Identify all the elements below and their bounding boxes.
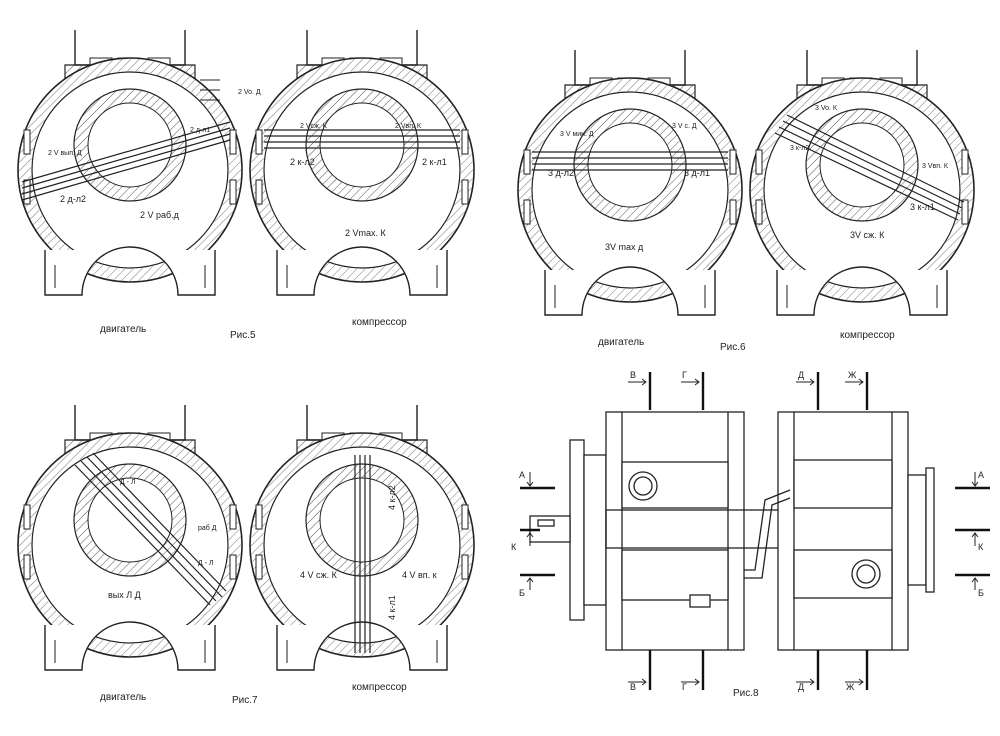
fig8-mark-k-right: К: [978, 542, 984, 552]
fig7-engine-title: двигатель: [100, 692, 146, 703]
fig6-engine-title: двигатель: [598, 337, 644, 348]
fig6-label-3dl2: 3 д-л2: [548, 168, 574, 178]
fig5-compressor-title: компрессор: [352, 317, 407, 328]
fig8-mark-d-bottom: Д: [798, 682, 804, 692]
fig7-compressor-unit: [250, 405, 474, 670]
fig7-label-4kl2: 4 к-л2: [387, 485, 397, 510]
figure-6: 3 V мин. Д 3 V с. Д 3 д-л2 3 д-л1 3V max…: [518, 50, 974, 353]
fig7-engine-unit: [18, 405, 242, 670]
fig8-mark-g-top: Г: [682, 370, 687, 380]
fig7-label-4v-sj-k: 4 V сж. К: [300, 570, 338, 580]
fig5-label-2dl1: 2 д-л1: [190, 127, 210, 134]
fig5-caption: Рис.5: [230, 330, 256, 341]
fig6-label-3vo-k: 3 Vo. К: [815, 105, 838, 112]
figure-7: Д - Л раб Д Д - Л вых Л Д двигатель 4 к-…: [18, 405, 474, 706]
figure-5: 2 Vo. Д 2 д-л1 2 V вып. Д 2 д-л2 2 V раб…: [18, 30, 474, 341]
fig6-label-3vmax-d: 3V max д: [605, 242, 644, 252]
fig7-label-d-l-top: Д - Л: [120, 479, 136, 486]
fig8-mark-zh-top: Ж: [848, 370, 857, 380]
fig8-caption: Рис.8: [733, 688, 759, 699]
fig5-label-2dl2: 2 д-л2: [60, 194, 86, 204]
fig6-label-3v-sj-k: 3V сж. К: [850, 230, 885, 240]
fig6-compressor-title: компрессор: [840, 330, 895, 341]
fig6-engine-unit: [518, 50, 742, 315]
fig5-engine-unit: [18, 30, 242, 295]
fig6-label-3kl2: 3 к-л2: [790, 145, 809, 152]
figure-8: В Г Д Ж А К Б А К Б В Г Д Ж Рис.8: [511, 370, 990, 699]
fig6-caption: Рис.6: [720, 342, 746, 353]
fig5-engine-title: двигатель: [100, 324, 146, 335]
fig7-label-rab-d: раб Д: [198, 524, 217, 532]
fig8-mark-v-top: В: [630, 370, 636, 380]
fig8-section-lines: [520, 372, 990, 690]
fig8-mark-g-bottom: Г: [682, 682, 687, 692]
fig6-compressor-unit: [750, 50, 974, 315]
fig5-label-2vmax-k: 2 Vmax. К: [345, 228, 387, 238]
fig5-label-2kl1: 2 к-л1: [422, 157, 447, 167]
fig5-label-2vo-d: 2 Vo. Д: [238, 89, 261, 96]
fig6-label-3v-min-d: 3 V мин. Д: [560, 131, 594, 138]
fig7-compressor-title: компрессор: [352, 682, 407, 693]
fig5-label-2v-vyp-d: 2 V вып. Д: [48, 150, 82, 157]
fig6-label-3vvp-k: 3 Vвп. К: [922, 163, 949, 170]
fig5-compressor-unit: [250, 30, 474, 295]
fig8-mark-d-top: Д: [798, 370, 804, 380]
fig5-label-2vvp-k: 2 Vвп. К: [395, 123, 422, 130]
fig8-mark-zh-bottom: Ж: [846, 682, 855, 692]
fig6-label-3kl1: 3 к-л1: [910, 202, 935, 212]
fig8-mark-v-bottom: В: [630, 682, 636, 692]
fig8-mark-a-right: А: [978, 470, 984, 480]
fig7-label-4v-vp-k: 4 V вп. к: [402, 570, 437, 580]
fig5-label-2v-rab-d: 2 V раб.д: [140, 210, 180, 220]
fig8-assembly: [529, 411, 935, 651]
fig8-mark-a-left: А: [519, 470, 525, 480]
fig6-label-3dl1: 3 д-л1: [684, 168, 710, 178]
fig8-mark-k-left: К: [511, 542, 517, 552]
fig5-label-2vsj-k: 2 Vсж. К: [300, 123, 328, 130]
fig5-engine-inlet-port: [200, 79, 220, 101]
fig5-label-2kl2: 2 к-л2: [290, 157, 315, 167]
fig6-label-3v-s-d: 3 V с. Д: [672, 123, 697, 130]
fig7-caption: Рис.7: [232, 695, 258, 706]
fig8-mark-b-right: Б: [978, 588, 984, 598]
fig7-label-4kl1: 4 к-л1: [387, 595, 397, 620]
fig8-mark-b-left: Б: [519, 588, 525, 598]
fig7-label-d-l-bottom: Д - Л: [198, 560, 214, 567]
fig7-label-vyh-l-d: вых Л Д: [108, 590, 141, 600]
